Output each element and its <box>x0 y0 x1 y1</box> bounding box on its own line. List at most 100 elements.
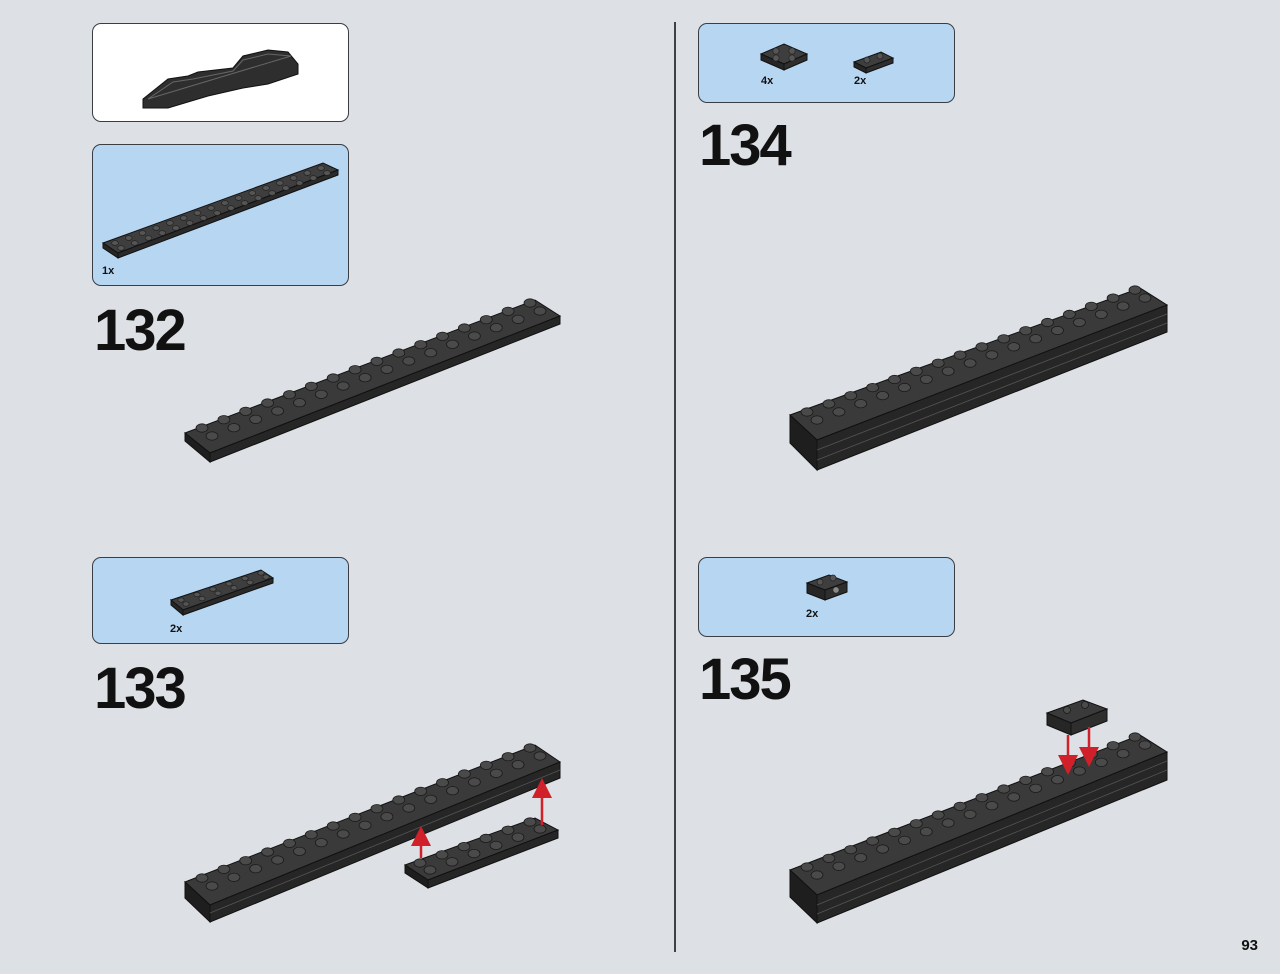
stud <box>283 390 296 400</box>
stud <box>295 180 304 186</box>
stud <box>1041 317 1054 328</box>
stud <box>523 298 537 308</box>
stud <box>304 381 318 391</box>
subassembly-preview-image <box>142 49 299 109</box>
stud <box>1094 309 1108 319</box>
stud <box>239 406 253 416</box>
stud <box>370 356 384 366</box>
stud <box>479 833 493 844</box>
step-134-number: 134 <box>699 113 792 178</box>
stud <box>283 838 296 848</box>
stud <box>975 793 989 803</box>
step-135-model-image <box>789 699 1169 925</box>
stud <box>533 306 547 316</box>
stud <box>941 818 955 828</box>
stud <box>919 374 933 384</box>
stud <box>467 849 481 859</box>
stud <box>832 861 846 871</box>
stud <box>177 597 185 603</box>
step-132-number: 132 <box>94 298 187 363</box>
stud <box>523 743 537 753</box>
subassembly-preview-box <box>92 23 349 122</box>
stud <box>195 423 209 433</box>
stud <box>271 406 284 416</box>
stud <box>358 820 372 830</box>
stud <box>1116 749 1130 759</box>
stud <box>800 862 814 872</box>
stud <box>424 348 438 358</box>
stud <box>1007 792 1021 802</box>
stud <box>963 809 977 819</box>
stud <box>489 768 503 778</box>
stud <box>1128 285 1142 295</box>
stud <box>1019 775 1033 785</box>
stud <box>479 315 493 325</box>
stud <box>435 850 449 860</box>
stud <box>511 760 525 770</box>
stud <box>209 586 217 592</box>
stud <box>230 585 238 591</box>
stud <box>997 334 1011 344</box>
stud <box>1138 293 1152 303</box>
step-134-part-2-qty: 2x <box>854 75 867 87</box>
stud <box>271 855 284 865</box>
stud <box>358 373 372 383</box>
step-132-part-qty: 1x <box>102 265 115 277</box>
stud <box>254 195 263 201</box>
stud <box>262 574 270 580</box>
stud <box>261 847 274 857</box>
plate-1x2-icon <box>852 51 895 74</box>
step-133-part-qty: 2x <box>170 623 183 635</box>
stud <box>414 786 428 796</box>
stud <box>293 398 306 408</box>
stud <box>152 225 160 231</box>
stud <box>166 220 174 226</box>
stud <box>511 314 525 324</box>
stud <box>1029 334 1043 344</box>
stud <box>172 225 180 231</box>
stud <box>414 340 428 350</box>
stud <box>854 853 868 863</box>
stud <box>193 592 201 598</box>
stud <box>227 423 241 433</box>
stud <box>402 803 416 813</box>
stud <box>314 838 328 848</box>
stud <box>898 835 911 845</box>
stud <box>249 414 263 424</box>
stud <box>1106 741 1120 751</box>
step-135-parts-callout: 2x <box>698 557 955 637</box>
stud <box>876 391 889 401</box>
stud <box>144 235 153 241</box>
stud <box>457 323 471 333</box>
stud <box>1128 732 1142 742</box>
stud <box>214 590 222 596</box>
stud <box>217 864 231 874</box>
stud <box>195 873 209 883</box>
stud <box>193 210 202 216</box>
stud <box>423 865 437 875</box>
stud <box>239 856 253 866</box>
stud <box>436 778 449 788</box>
step-135-part-qty: 2x <box>806 608 819 620</box>
stud <box>888 827 901 837</box>
stud <box>248 190 257 196</box>
stud <box>276 180 284 186</box>
stud <box>985 801 999 811</box>
stud <box>1062 758 1076 768</box>
bracket-1x2-icon <box>805 574 849 601</box>
page-divider <box>674 22 676 952</box>
stud <box>1138 740 1152 750</box>
stud <box>261 398 274 408</box>
stud <box>380 364 394 374</box>
stud <box>217 415 231 425</box>
stud <box>876 844 889 854</box>
stud <box>888 374 901 385</box>
stud <box>832 407 846 417</box>
stud <box>336 381 350 391</box>
stud <box>457 842 471 852</box>
stud <box>501 752 515 762</box>
stud <box>293 846 306 856</box>
stud <box>199 215 208 221</box>
stud <box>909 366 923 376</box>
step-134-model-image <box>789 285 1169 472</box>
